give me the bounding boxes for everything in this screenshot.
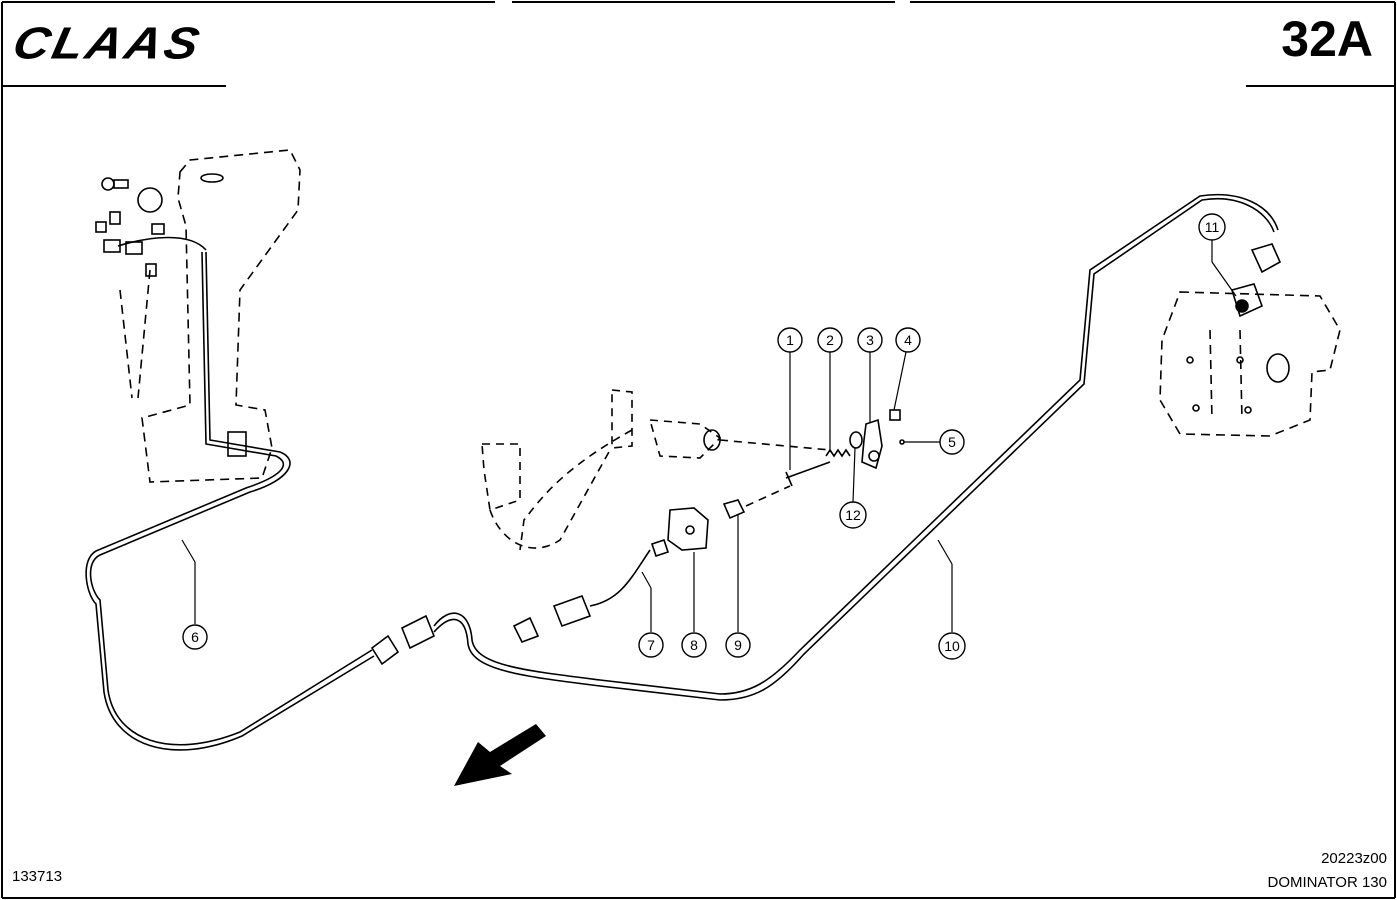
part-code: 20223z00 [1321,850,1387,867]
nut-4 [889,409,901,421]
callout-2: 2 [817,327,843,353]
svg-text:2: 2 [826,332,834,348]
callout-1: 1 [777,327,803,353]
engine-block-outline [1159,291,1341,437]
callout-8: 8 [681,632,707,658]
bracket-8 [667,507,709,551]
svg-text:1: 1 [786,332,794,348]
svg-text:12: 12 [845,507,861,523]
svg-text:9: 9 [734,637,742,653]
callout-12: 12 [839,501,867,529]
callout-4: 4 [895,327,921,353]
callout-5: 5 [939,429,965,455]
svg-text:4: 4 [904,332,912,348]
switch-9 [722,499,746,520]
svg-text:10: 10 [944,638,960,654]
callout-9: 9 [725,632,751,658]
svg-text:3: 3 [866,332,874,348]
svg-text:5: 5 [948,434,956,450]
callout-7: 7 [638,632,664,658]
lever-3 [861,418,883,470]
plate-number: 32A [1281,11,1373,67]
washer-12 [849,431,863,449]
bolt-1 [785,461,831,487]
console-switches [95,177,207,277]
svg-text:6: 6 [191,629,199,645]
model-name: DOMINATOR 130 [1267,874,1387,891]
callout-6: 6 [182,624,208,650]
callout-3: 3 [857,327,883,353]
sensor-11 [1230,283,1264,318]
callout-11: 11 [1198,213,1226,241]
cable-6 [85,251,375,751]
drawing-id: 133713 [12,868,63,885]
direction-arrow [454,724,546,786]
pin-5 [899,439,905,445]
svg-text:11: 11 [1205,219,1220,235]
callout-10: 10 [938,632,966,660]
svg-text:7: 7 [647,637,655,653]
control-console-outline [119,149,301,483]
svg-text:8: 8 [690,637,698,653]
